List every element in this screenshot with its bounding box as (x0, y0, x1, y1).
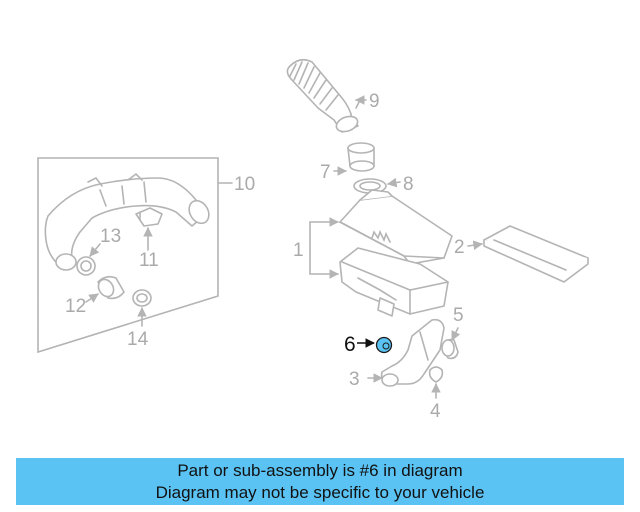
part-3-resonator (380, 318, 445, 387)
part-6-nut (375, 336, 393, 354)
callout-2: 2 (454, 237, 465, 258)
callout-4: 4 (430, 401, 441, 422)
air-cleaner-upper-housing (339, 189, 453, 265)
part-7-hose-connector (347, 142, 375, 172)
banner-line-2: Diagram may not be specific to your vehi… (155, 483, 485, 502)
callout-1: 1 (293, 240, 304, 261)
part-5-grommet (441, 338, 459, 360)
part-10-intake-pipe (44, 172, 210, 271)
part-14-clamp (132, 289, 152, 307)
callout-10: 10 (234, 174, 255, 195)
parts-diagram: 9 7 8 10 1 2 5 6 3 4 13 11 12 14 (37, 58, 589, 422)
leader-lines (85, 95, 483, 399)
callout-11: 11 (139, 250, 159, 271)
part-13-clamp (76, 256, 96, 276)
air-cleaner-lower-housing (339, 247, 449, 317)
callout-6: 6 (344, 333, 356, 356)
part-4-clip (428, 366, 444, 383)
callout-3: 3 (349, 369, 360, 390)
callout-14: 14 (127, 329, 149, 350)
callout-13: 13 (100, 226, 121, 247)
callout-7: 7 (320, 162, 331, 183)
subassembly-frame (37, 157, 219, 354)
part-9-intake-duct (286, 58, 361, 133)
part-12-hose (97, 275, 125, 300)
callout-9: 9 (369, 91, 380, 112)
info-banner: Part or sub-assembly is #6 in diagram Di… (16, 458, 624, 505)
part-2-filter-element (483, 225, 589, 283)
banner-line-1: Part or sub-assembly is #6 in diagram (177, 461, 463, 480)
callout-12: 12 (65, 296, 86, 317)
callout-5: 5 (453, 305, 464, 326)
part-8-gasket-ring (353, 178, 387, 194)
part-11-sensor (135, 207, 163, 227)
callout-8: 8 (403, 174, 414, 195)
